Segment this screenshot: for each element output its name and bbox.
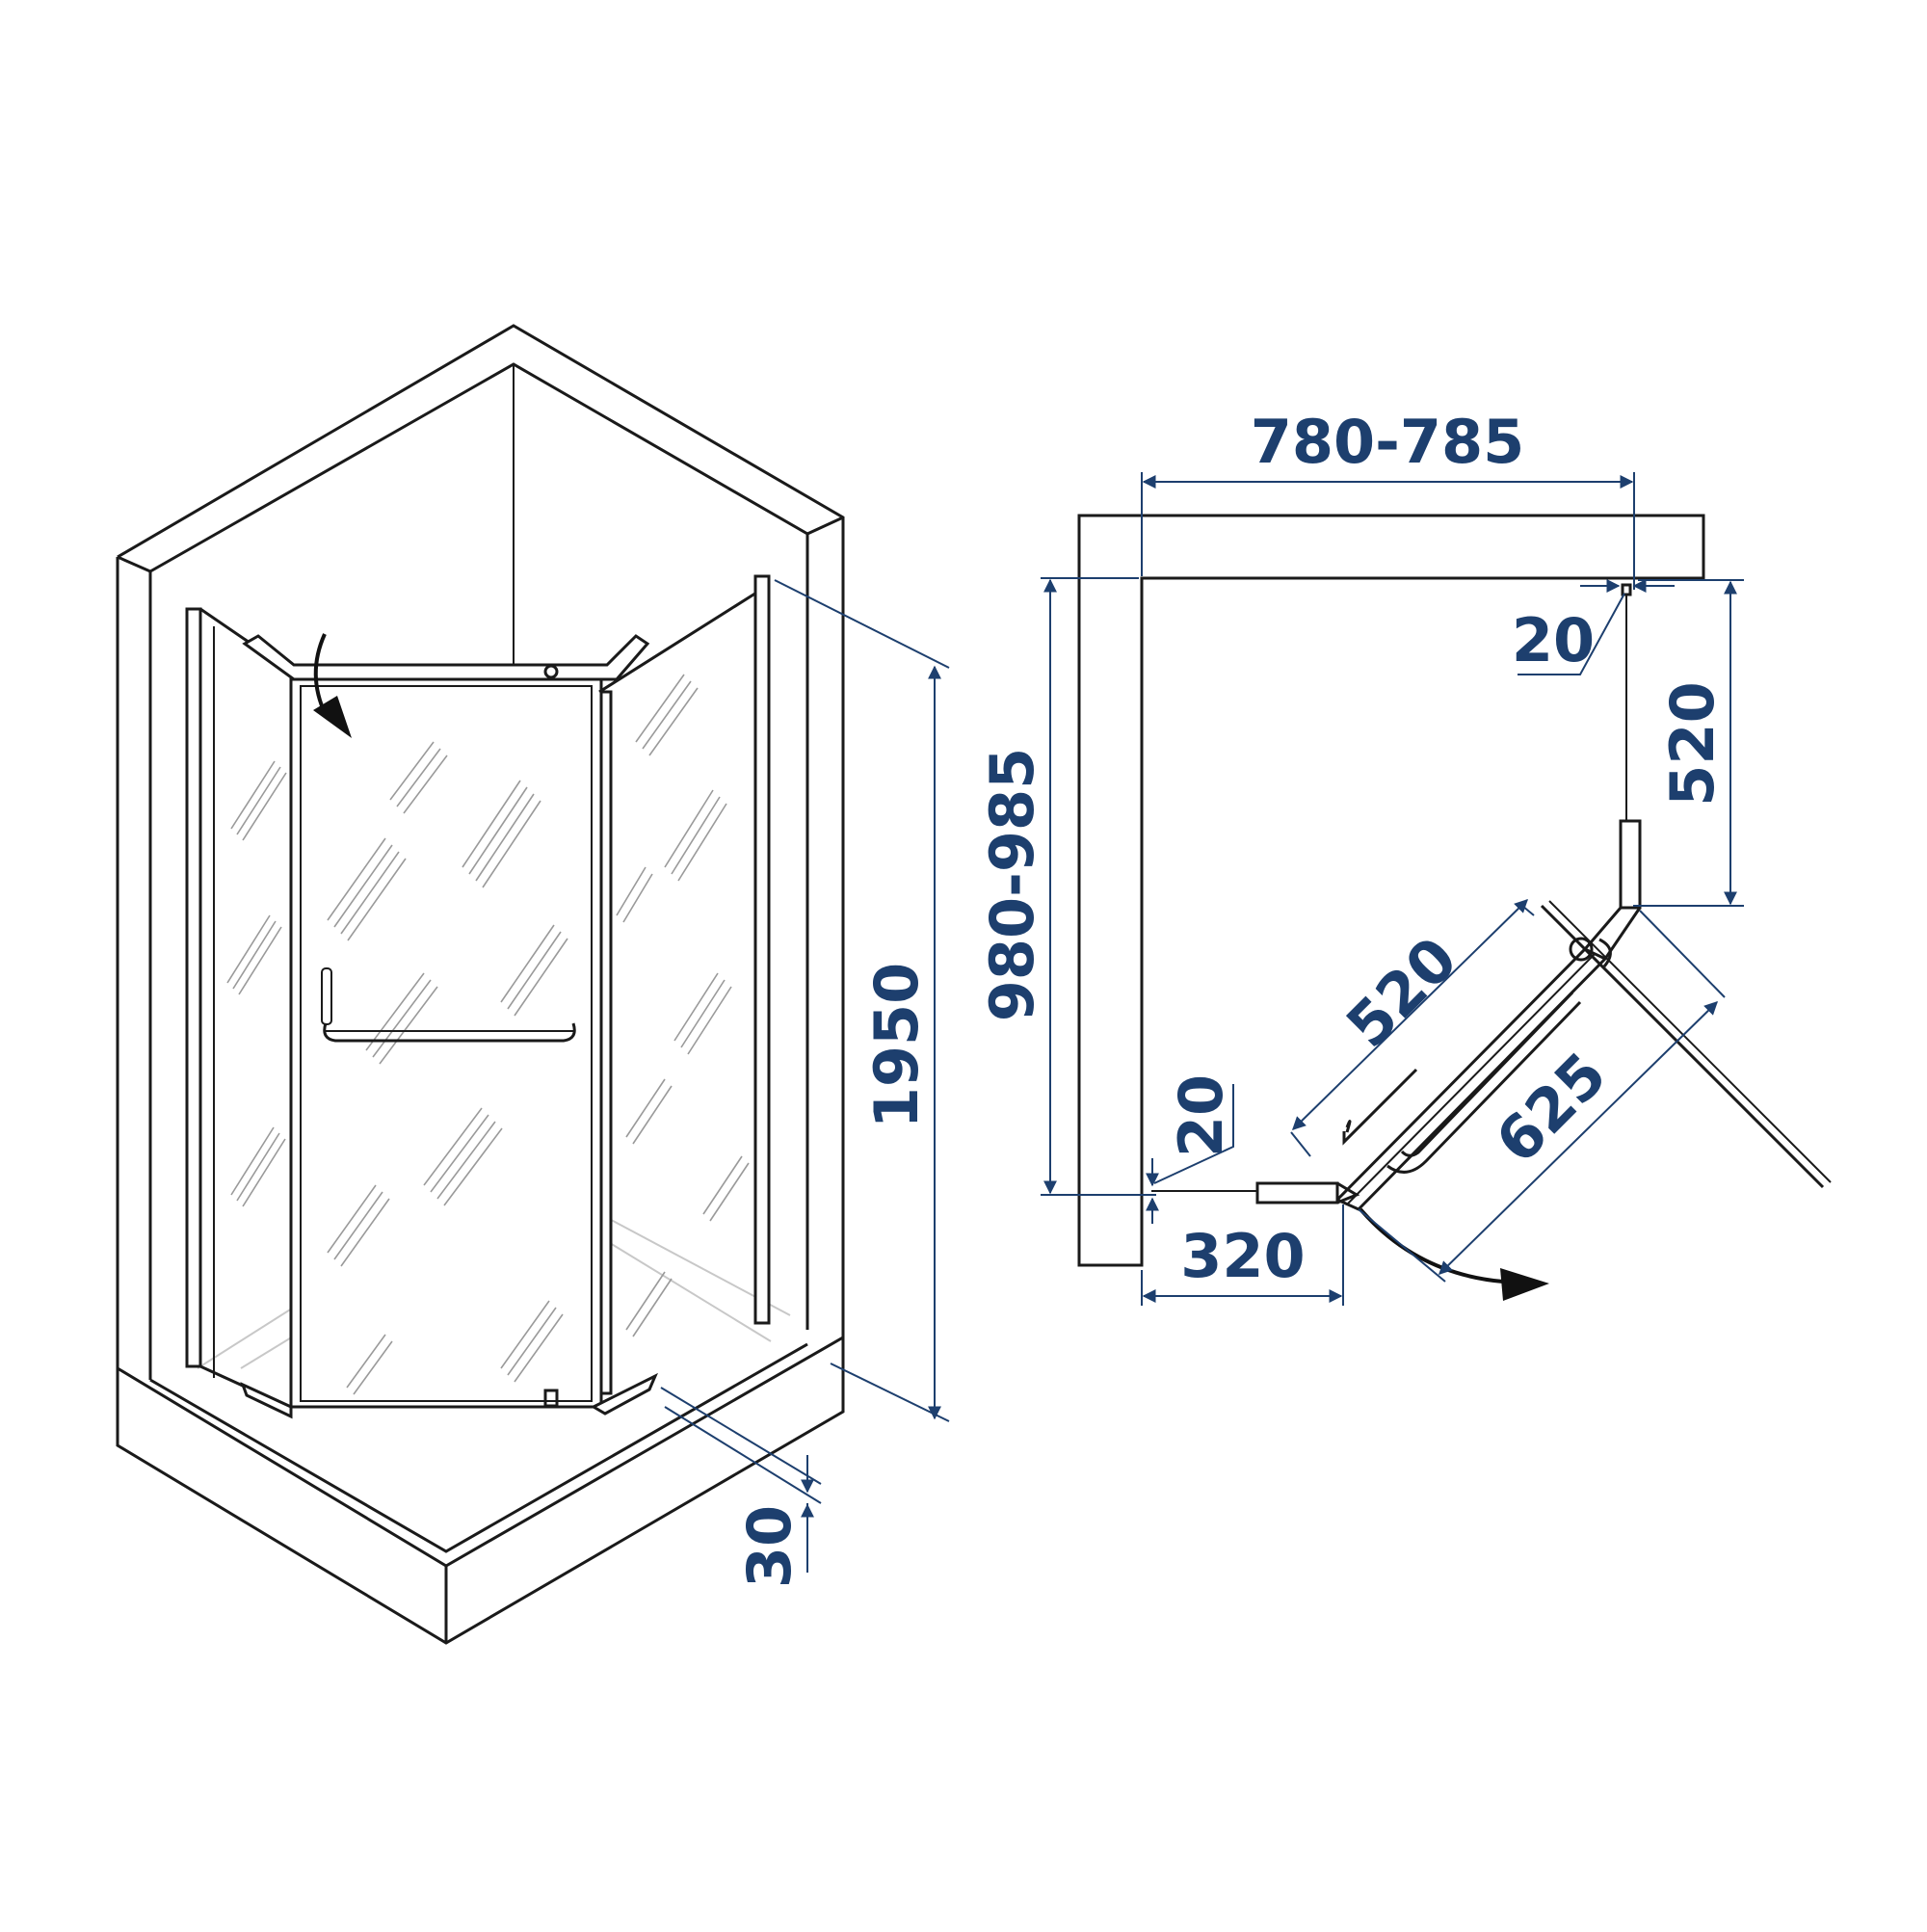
door-swing-arrow-plan-icon [1359,1207,1549,1301]
tray-label: 30 [734,1505,805,1588]
right-glass-panel [240,574,771,1419]
perspective-view: 1950 30 [116,324,950,1645]
bottom-gap-label: 20 [1166,1074,1236,1157]
width-dimension: 780-785 [1141,407,1635,590]
height-label: 1950 [861,963,932,1129]
side-panel-label: 520 [1657,681,1728,806]
bottom-panel-label: 320 [1180,1221,1305,1291]
width-label: 780-785 [1251,407,1525,477]
side-panel-dimension: 520 [1633,579,1744,907]
door-label: 520 [1333,923,1470,1061]
plan-view: 780-785 980-985 20 520 520 [977,407,1832,1306]
bottom-panel-dimension: 320 [1141,1204,1344,1306]
height-dimension: 1950 [774,579,950,1422]
door-handle [321,967,576,1043]
shower-tray-base [116,1335,845,1645]
plan-bottom-panel [1151,1181,1360,1204]
top-gap-dimension: 20 [1512,579,1675,675]
plan-walls [1077,514,1705,1267]
bottom-gap-dimension: 20 [1146,1074,1236,1224]
room-walls [116,324,845,1380]
depth-dimension: 980-985 [977,577,1156,1196]
top-gap-label: 20 [1512,605,1595,675]
tray-dimension: 30 [660,1387,822,1588]
door-panel [289,677,603,1409]
door-swing-arrow-icon [313,633,352,738]
depth-label: 980-985 [977,748,1047,1022]
left-glass-panel [185,607,290,1409]
